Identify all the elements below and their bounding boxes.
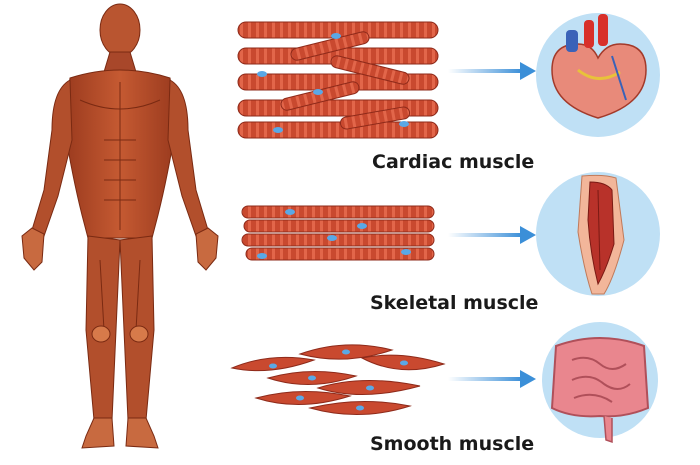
leg-muscle-icon: [536, 172, 660, 296]
arrow-smooth: [448, 370, 536, 388]
neck: [103, 51, 137, 73]
arrow-cardiac: [448, 62, 536, 80]
cardiac-fibers: [237, 21, 439, 139]
left-hand: [21, 227, 45, 271]
right-foot: [125, 417, 159, 449]
left-arm: [31, 79, 73, 237]
label-cardiac: Cardiac muscle: [372, 151, 534, 173]
head: [99, 3, 141, 57]
intestine-icon: [542, 322, 658, 444]
label-smooth: Smooth muscle: [370, 433, 534, 455]
label-skeletal: Skeletal muscle: [370, 292, 538, 314]
smooth-muscle-cells: [230, 344, 446, 416]
right-hand: [195, 227, 219, 271]
left-foot: [81, 417, 115, 449]
human-muscle-figure: [21, 3, 219, 449]
right-arm: [167, 79, 209, 237]
arrow-skeletal: [448, 226, 536, 244]
heart-icon: [536, 13, 660, 137]
skeletal-fibers: [241, 205, 435, 261]
